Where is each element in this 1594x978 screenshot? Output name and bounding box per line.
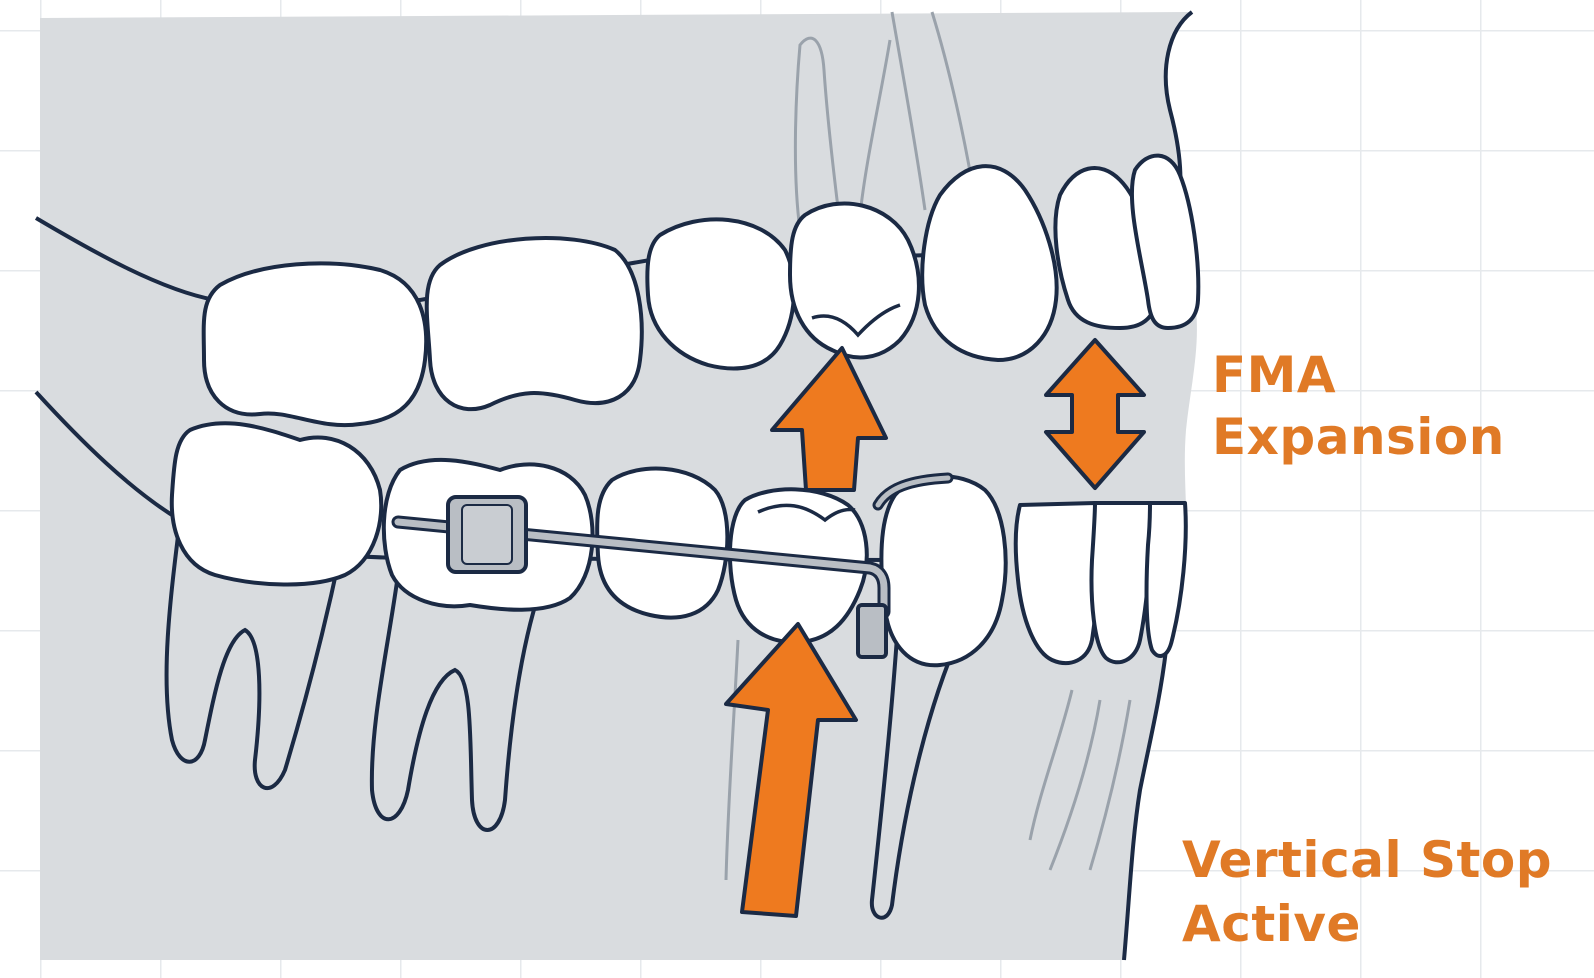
fma-label-line1: FMA — [1212, 350, 1505, 400]
vertical-stop-label: Vertical Stop Active — [1182, 835, 1552, 949]
molar-bracket-inner — [462, 505, 512, 564]
fma-label-line2: Expansion — [1212, 412, 1505, 462]
vertical-stop-block — [858, 605, 886, 657]
vertical-stop-line2: Active — [1182, 899, 1552, 949]
fma-expansion-label: FMA Expansion — [1212, 350, 1505, 462]
lower-incisor-2 — [1092, 503, 1151, 662]
upper-molar-2 — [427, 238, 642, 409]
lower-molar-1 — [172, 423, 381, 584]
lower-canine — [881, 476, 1005, 665]
vertical-stop-line1: Vertical Stop — [1182, 835, 1552, 885]
lower-incisor-3 — [1147, 503, 1186, 656]
upper-molar-1 — [204, 263, 427, 425]
upper-premolar-2 — [790, 203, 919, 357]
